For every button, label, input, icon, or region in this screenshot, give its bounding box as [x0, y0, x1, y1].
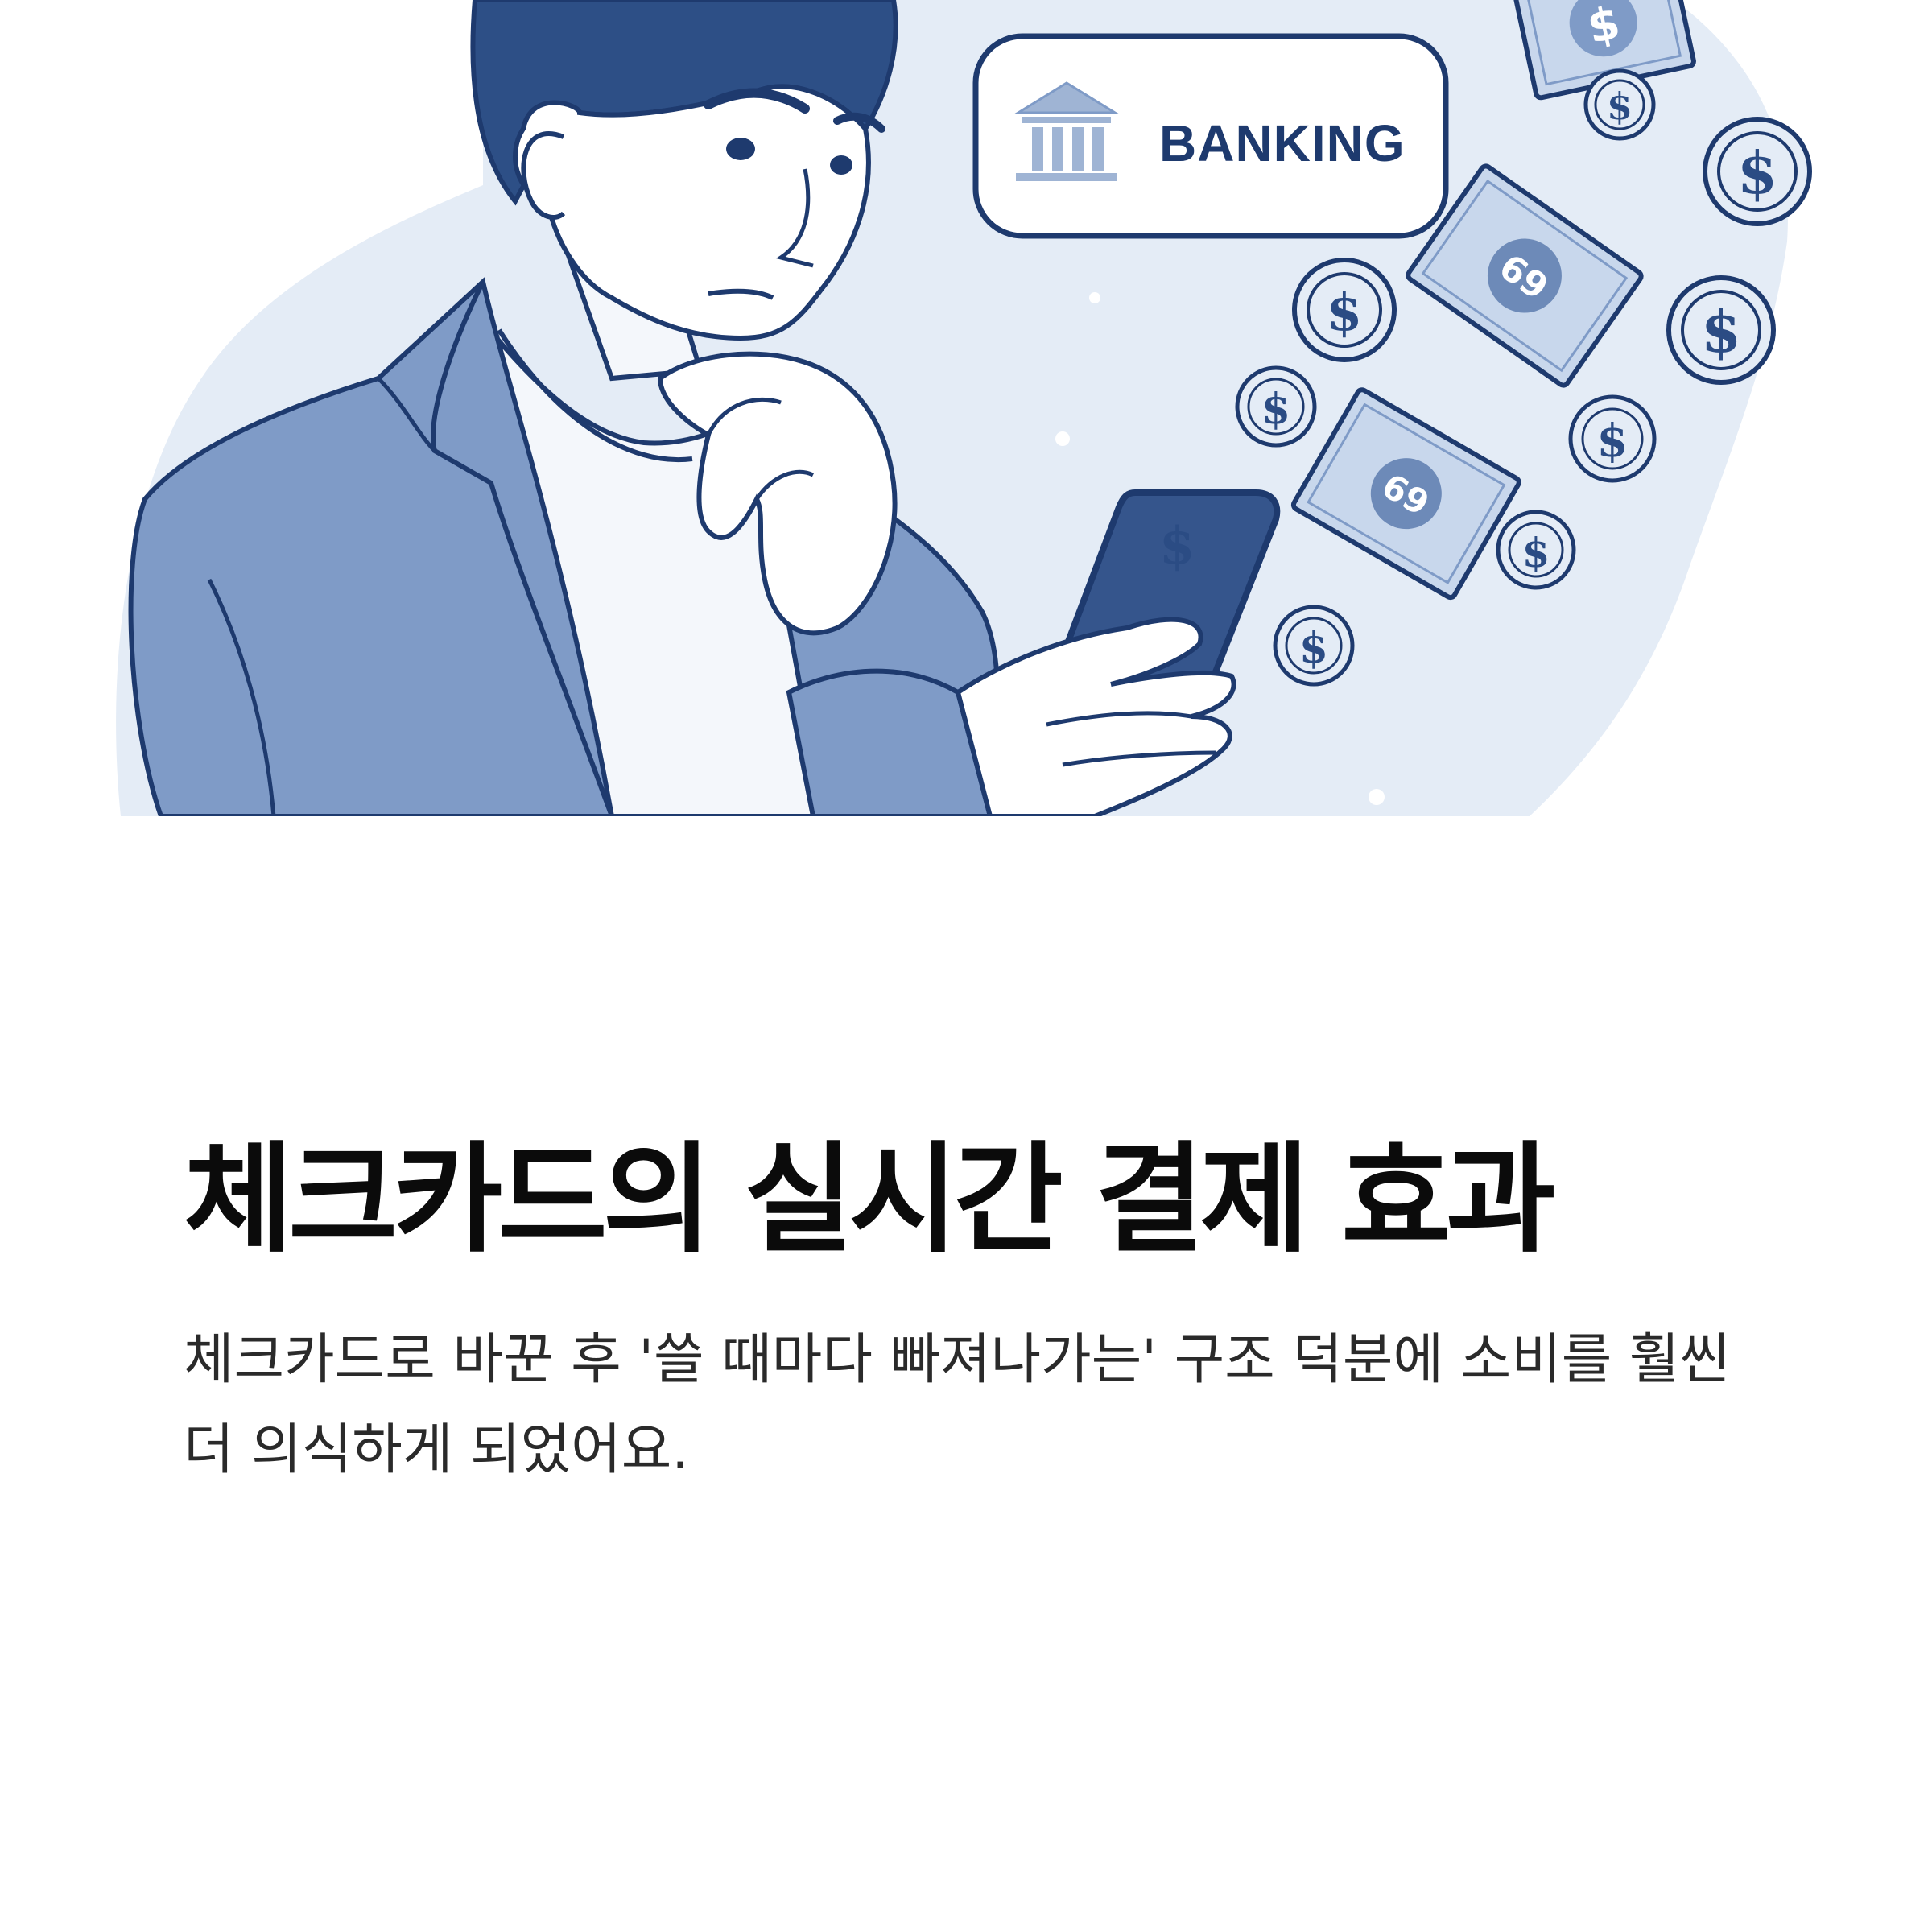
- svg-text:$: $: [1522, 529, 1550, 576]
- coin: $: [1496, 510, 1576, 590]
- money-bill-top: $: [1510, 0, 1696, 101]
- svg-text:$: $: [1261, 385, 1290, 434]
- banking-label: BANKING: [1159, 114, 1406, 172]
- svg-text:$: $: [1607, 85, 1633, 128]
- svg-text:$: $: [1597, 415, 1629, 468]
- svg-text:$: $: [1737, 138, 1777, 207]
- man-figure: [128, 0, 1000, 816]
- svg-text:$: $: [1701, 297, 1741, 365]
- phone-dollar-symbol: $: [1159, 516, 1195, 576]
- coin: $: [1666, 275, 1776, 385]
- banking-sign: BANKING: [972, 33, 1449, 239]
- money-bill-lower: 69: [1290, 387, 1521, 601]
- coin: $: [1292, 258, 1397, 362]
- article-content: 체크카드의 실시간 결제 효과 체크카드로 바꾼 후 '쓸 때마다 빠져나가는'…: [184, 1127, 1761, 1496]
- coin: $: [1273, 605, 1355, 687]
- hero-illustration: $ BANKING $: [0, 0, 1932, 816]
- bank-building-icon: [1013, 81, 1120, 181]
- illustration-canvas: $ BANKING $: [116, 0, 1812, 816]
- coin: $: [1703, 117, 1812, 226]
- article-body: 체크카드로 바꾼 후 '쓸 때마다 빠져나가는' 구조 덕분에 소비를 훨씬 더…: [184, 1328, 1731, 1482]
- coin: $: [1235, 365, 1317, 448]
- coin: $: [1583, 68, 1656, 141]
- money-bill-middle: 69: [1406, 163, 1644, 388]
- svg-text:$: $: [1327, 283, 1363, 343]
- svg-text:$: $: [1299, 624, 1328, 673]
- coin: $: [1568, 394, 1657, 483]
- article-title: 체크카드의 실시간 결제 효과: [184, 1130, 1556, 1269]
